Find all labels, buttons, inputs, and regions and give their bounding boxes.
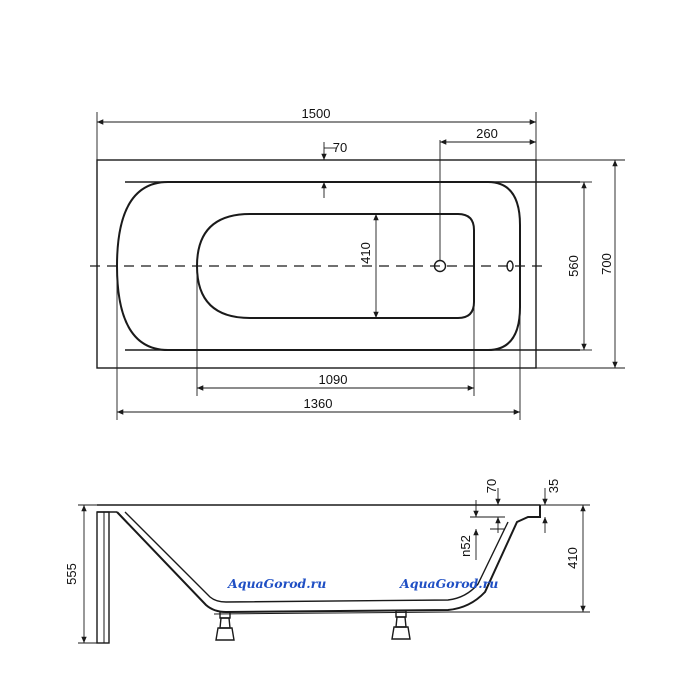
label-1360: 1360	[304, 396, 333, 411]
drain-circle	[433, 259, 447, 273]
label-1500: 1500	[302, 106, 331, 121]
leg-right	[391, 610, 411, 640]
label-700: 700	[599, 253, 614, 275]
side-shell-inner	[124, 511, 509, 603]
bowl-bottom	[195, 213, 475, 319]
leg-left	[215, 611, 235, 641]
label-555: 555	[64, 563, 79, 585]
side-view: 555 410 35 70 n52 AquaGorod.ru AquaGorod…	[64, 479, 590, 644]
inner-bowl	[115, 181, 521, 351]
label-70-side: 70	[484, 479, 499, 493]
overflow-hole	[506, 260, 514, 272]
outer-rim	[96, 159, 537, 369]
label-410-top: 410	[358, 242, 373, 264]
label-260: 260	[476, 126, 498, 141]
label-560: 560	[566, 255, 581, 277]
label-410-side: 410	[565, 547, 580, 569]
side-shell-outer	[116, 505, 541, 614]
support-panel	[96, 511, 110, 644]
watermark-left: AquaGorod.ru	[227, 576, 326, 591]
watermark-right: AquaGorod.ru	[399, 576, 498, 591]
top-view: 1500 260 70 700 560 410 1090 1360	[90, 106, 625, 420]
label-70-top: 70	[333, 140, 347, 155]
label-35: 35	[546, 479, 561, 493]
label-1090: 1090	[319, 372, 348, 387]
label-n52: n52	[458, 535, 473, 557]
